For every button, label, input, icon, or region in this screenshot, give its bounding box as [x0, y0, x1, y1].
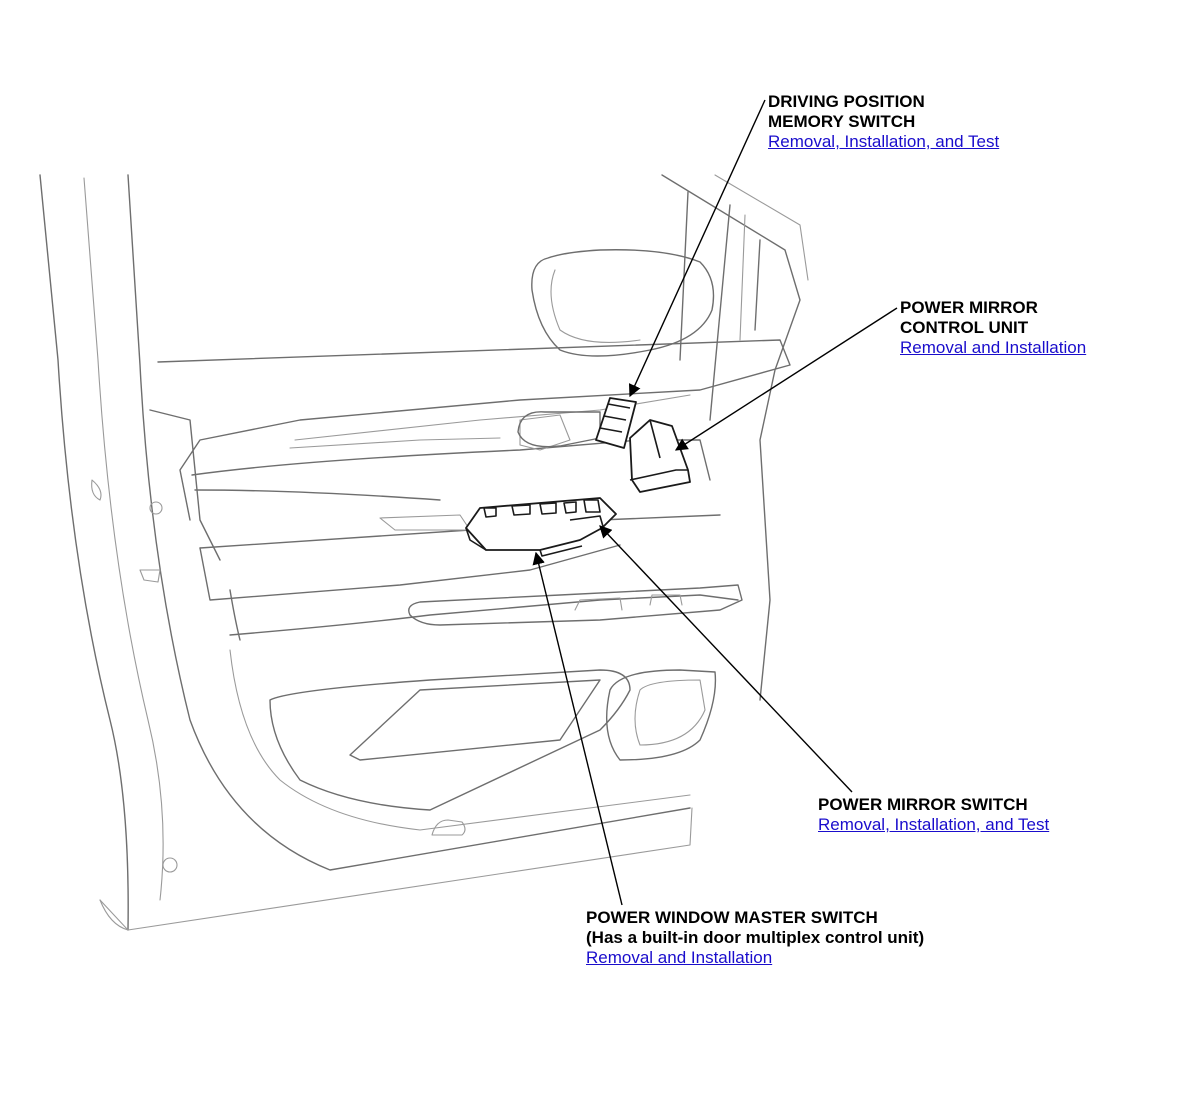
memory-switch-title-line2: MEMORY SWITCH [768, 112, 916, 131]
callout-mirror-control-unit: POWER MIRROR CONTROL UNIT Removal and In… [900, 298, 1086, 358]
mirror-control-unit-part [629, 419, 691, 493]
memory-switch-part [595, 397, 637, 449]
window-master-switch-part [465, 497, 617, 557]
leader-mirror-control-unit [674, 307, 898, 451]
memory-switch-title-line1: DRIVING POSITION [768, 92, 925, 111]
callout-memory-switch: DRIVING POSITION MEMORY SWITCH Removal, … [768, 92, 999, 152]
door-panel-trim [149, 339, 791, 561]
leader-window-master-switch [532, 551, 623, 906]
window-master-switch-title-line2: (Has a built-in door multiplex control u… [586, 928, 925, 947]
side-mirror [531, 249, 715, 357]
leader-lines [532, 99, 898, 906]
door-pocket [229, 649, 717, 831]
window-frame [661, 174, 809, 701]
window-master-switch-title-line1: POWER WINDOW MASTER SWITCH [586, 908, 878, 927]
mirror-switch-title: POWER MIRROR SWITCH [818, 795, 1028, 814]
callout-mirror-switch: POWER MIRROR SWITCH Removal, Installatio… [818, 795, 1049, 835]
mirror-control-unit-link[interactable]: Removal and Installation [900, 338, 1087, 357]
mirror-control-unit-title-line2: CONTROL UNIT [900, 318, 1029, 337]
callout-window-master-switch: POWER WINDOW MASTER SWITCH (Has a built-… [586, 908, 924, 968]
door-frame [39, 174, 693, 931]
window-master-switch-link[interactable]: Removal and Installation [586, 948, 773, 967]
mirror-control-unit-title-line1: POWER MIRROR [900, 298, 1038, 317]
mirror-switch-link[interactable]: Removal, Installation, and Test [818, 815, 1050, 834]
memory-switch-link[interactable]: Removal, Installation, and Test [768, 132, 1000, 151]
leader-mirror-switch [599, 525, 853, 793]
leader-memory-switch [628, 99, 766, 398]
